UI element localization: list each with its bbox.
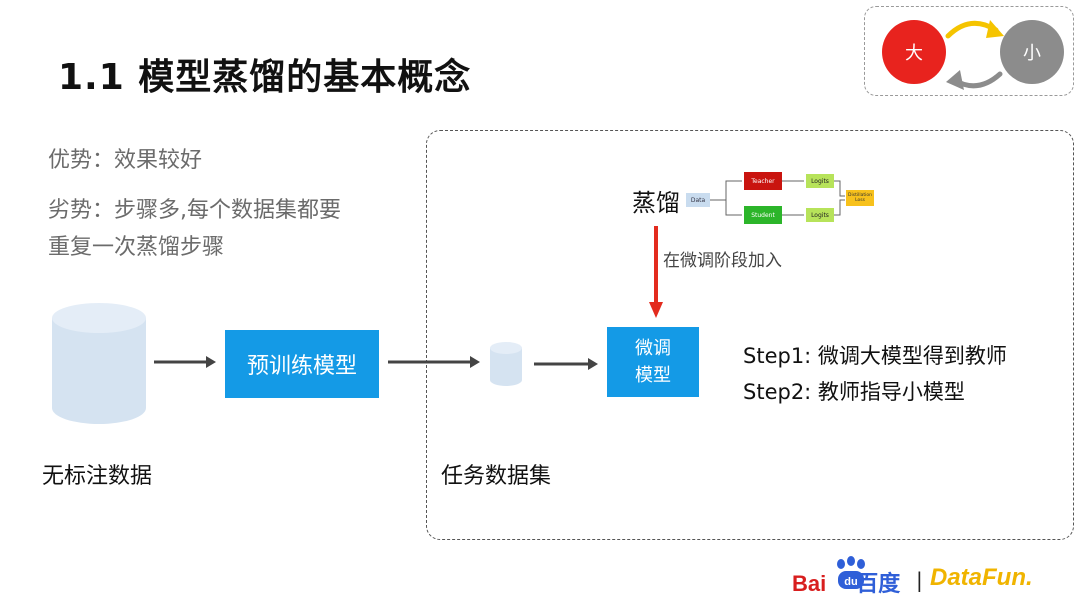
distill-stage-label: 在微调阶段加入 [663, 251, 782, 271]
small-model-label: 小 [1023, 43, 1041, 64]
task-dataset-label: 任务数据集 [441, 464, 552, 489]
mini-data-box: Data [686, 193, 710, 207]
step1-text: Step1: 微调大模型得到教师 [743, 344, 1007, 368]
finetune-label-line2: 模型 [635, 365, 671, 386]
big-model-circle: 大 [882, 20, 946, 84]
step2-text: Step2: 教师指导小模型 [743, 380, 965, 404]
unlabeled-data-cylinder-icon [52, 303, 146, 424]
swap-arrows-icon [945, 20, 1004, 90]
finetune-label-line1: 微调 [635, 338, 671, 359]
mini-teacher-logits-box: Logits [806, 174, 834, 188]
unlabeled-data-label: 无标注数据 [42, 464, 153, 489]
advantage-text: 优势：效果较好 [48, 148, 203, 173]
finetune-model-box: 微调 模型 [607, 327, 699, 397]
datafun-logo: DataFun. [930, 564, 1033, 592]
distill-label: 蒸馏 [632, 189, 680, 217]
arrow-task-to-finetune-icon [534, 358, 598, 370]
pretrained-model-label: 预训练模型 [246, 354, 357, 379]
model-swap-widget [864, 6, 1074, 96]
task-data-cylinder-icon [490, 342, 522, 386]
datafun-logo-text: DataFun. [930, 564, 1033, 591]
mini-teacher-box: Teacher [744, 172, 782, 190]
finetune-distill-region [426, 130, 1074, 540]
svg-text:du: du [844, 576, 857, 588]
disadvantage-text-line2: 重复一次蒸馏步骤 [48, 235, 225, 260]
pretrained-model-box: 预训练模型 [225, 330, 379, 398]
logo-separator: | [916, 568, 923, 592]
distill-injection-arrow-icon [649, 226, 663, 318]
arrow-data-to-pretrain-icon [154, 356, 216, 368]
slide-title: 1.1 模型蒸馏的基本概念 [58, 57, 472, 98]
mini-distillation-loss-box: Distillation Loss [846, 190, 874, 206]
mini-student-logits-box: Logits [806, 208, 834, 222]
small-model-circle: 小 [1000, 20, 1064, 84]
forward-arrowhead-icon [986, 20, 1004, 38]
baidu-paw-icon: du [837, 556, 865, 589]
mini-diagram-connectors [710, 180, 845, 216]
arrow-pretrain-to-task-icon [388, 356, 480, 368]
big-model-label: 大 [905, 43, 923, 64]
back-arrowhead-icon [946, 70, 964, 90]
disadvantage-text-line1: 劣势：步骤多,每个数据集都要 [48, 198, 341, 223]
mini-student-box: Student [744, 206, 782, 224]
